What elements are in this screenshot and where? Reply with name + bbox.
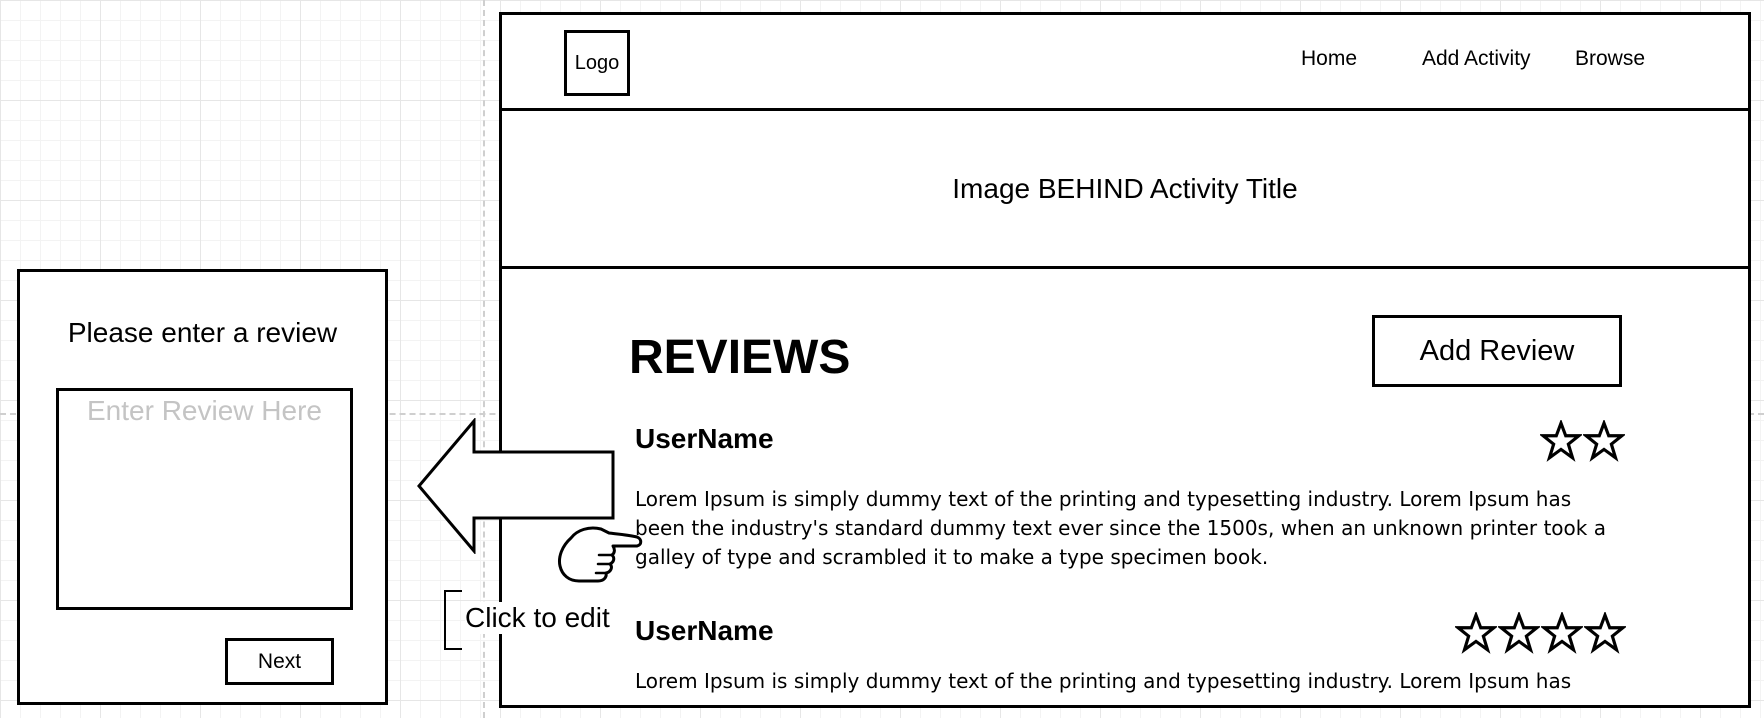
review-text-line: Lorem Ipsum is simply dummy text of the … (635, 487, 1572, 511)
star-icon (1498, 612, 1540, 654)
guide-line-vertical (483, 0, 485, 718)
review-text-line: galley of type and scrambled it to make … (635, 545, 1269, 569)
add-review-button[interactable]: Add Review (1372, 315, 1622, 387)
review-username: UserName (635, 423, 774, 454)
pointing-hand-icon (558, 526, 643, 583)
star-icon (1455, 612, 1497, 654)
review-entry-popup: Please enter a review Next (17, 269, 388, 705)
review-text: Lorem Ipsum is simply dummy text of the … (635, 485, 1625, 572)
popup-title: Please enter a review (67, 317, 338, 348)
click-to-edit-callout: Click to edit (465, 602, 610, 634)
reviews-section: REVIEWS Add Review UserName Lorem Ipsum … (499, 0, 1751, 705)
star-icon (1583, 420, 1625, 462)
nav-link-browse[interactable]: Browse (1575, 47, 1646, 70)
review-rating-1 (1539, 420, 1625, 462)
left-arrow-icon (417, 418, 615, 554)
review-text: Lorem Ipsum is simply dummy text of the … (635, 667, 1625, 696)
star-icon (1584, 612, 1626, 654)
reviews-heading: REVIEWS (629, 331, 851, 384)
review-text-line: Lorem Ipsum is simply dummy text of the … (635, 669, 1572, 693)
nav-link-add-activity[interactable]: Add Activity (1422, 47, 1531, 70)
hero-image-title: Image BEHIND Activity Title (502, 111, 1748, 269)
star-icon (1540, 420, 1582, 462)
callout-bracket (444, 590, 462, 650)
review-rating-2 (1454, 612, 1626, 654)
nav-bar: Logo Home Add Activity Browse (502, 15, 1748, 111)
logo[interactable]: Logo (564, 30, 630, 96)
star-icon (1541, 612, 1583, 654)
review-text-line: been the industry's standard dummy text … (635, 516, 1606, 540)
nav-link-home[interactable]: Home (1301, 47, 1358, 70)
review-username: UserName (635, 615, 774, 646)
review-text-input[interactable] (56, 388, 353, 610)
next-button[interactable]: Next (225, 638, 334, 685)
activity-page-wireframe: Logo Home Add Activity Browse Image BEHI… (499, 12, 1751, 708)
